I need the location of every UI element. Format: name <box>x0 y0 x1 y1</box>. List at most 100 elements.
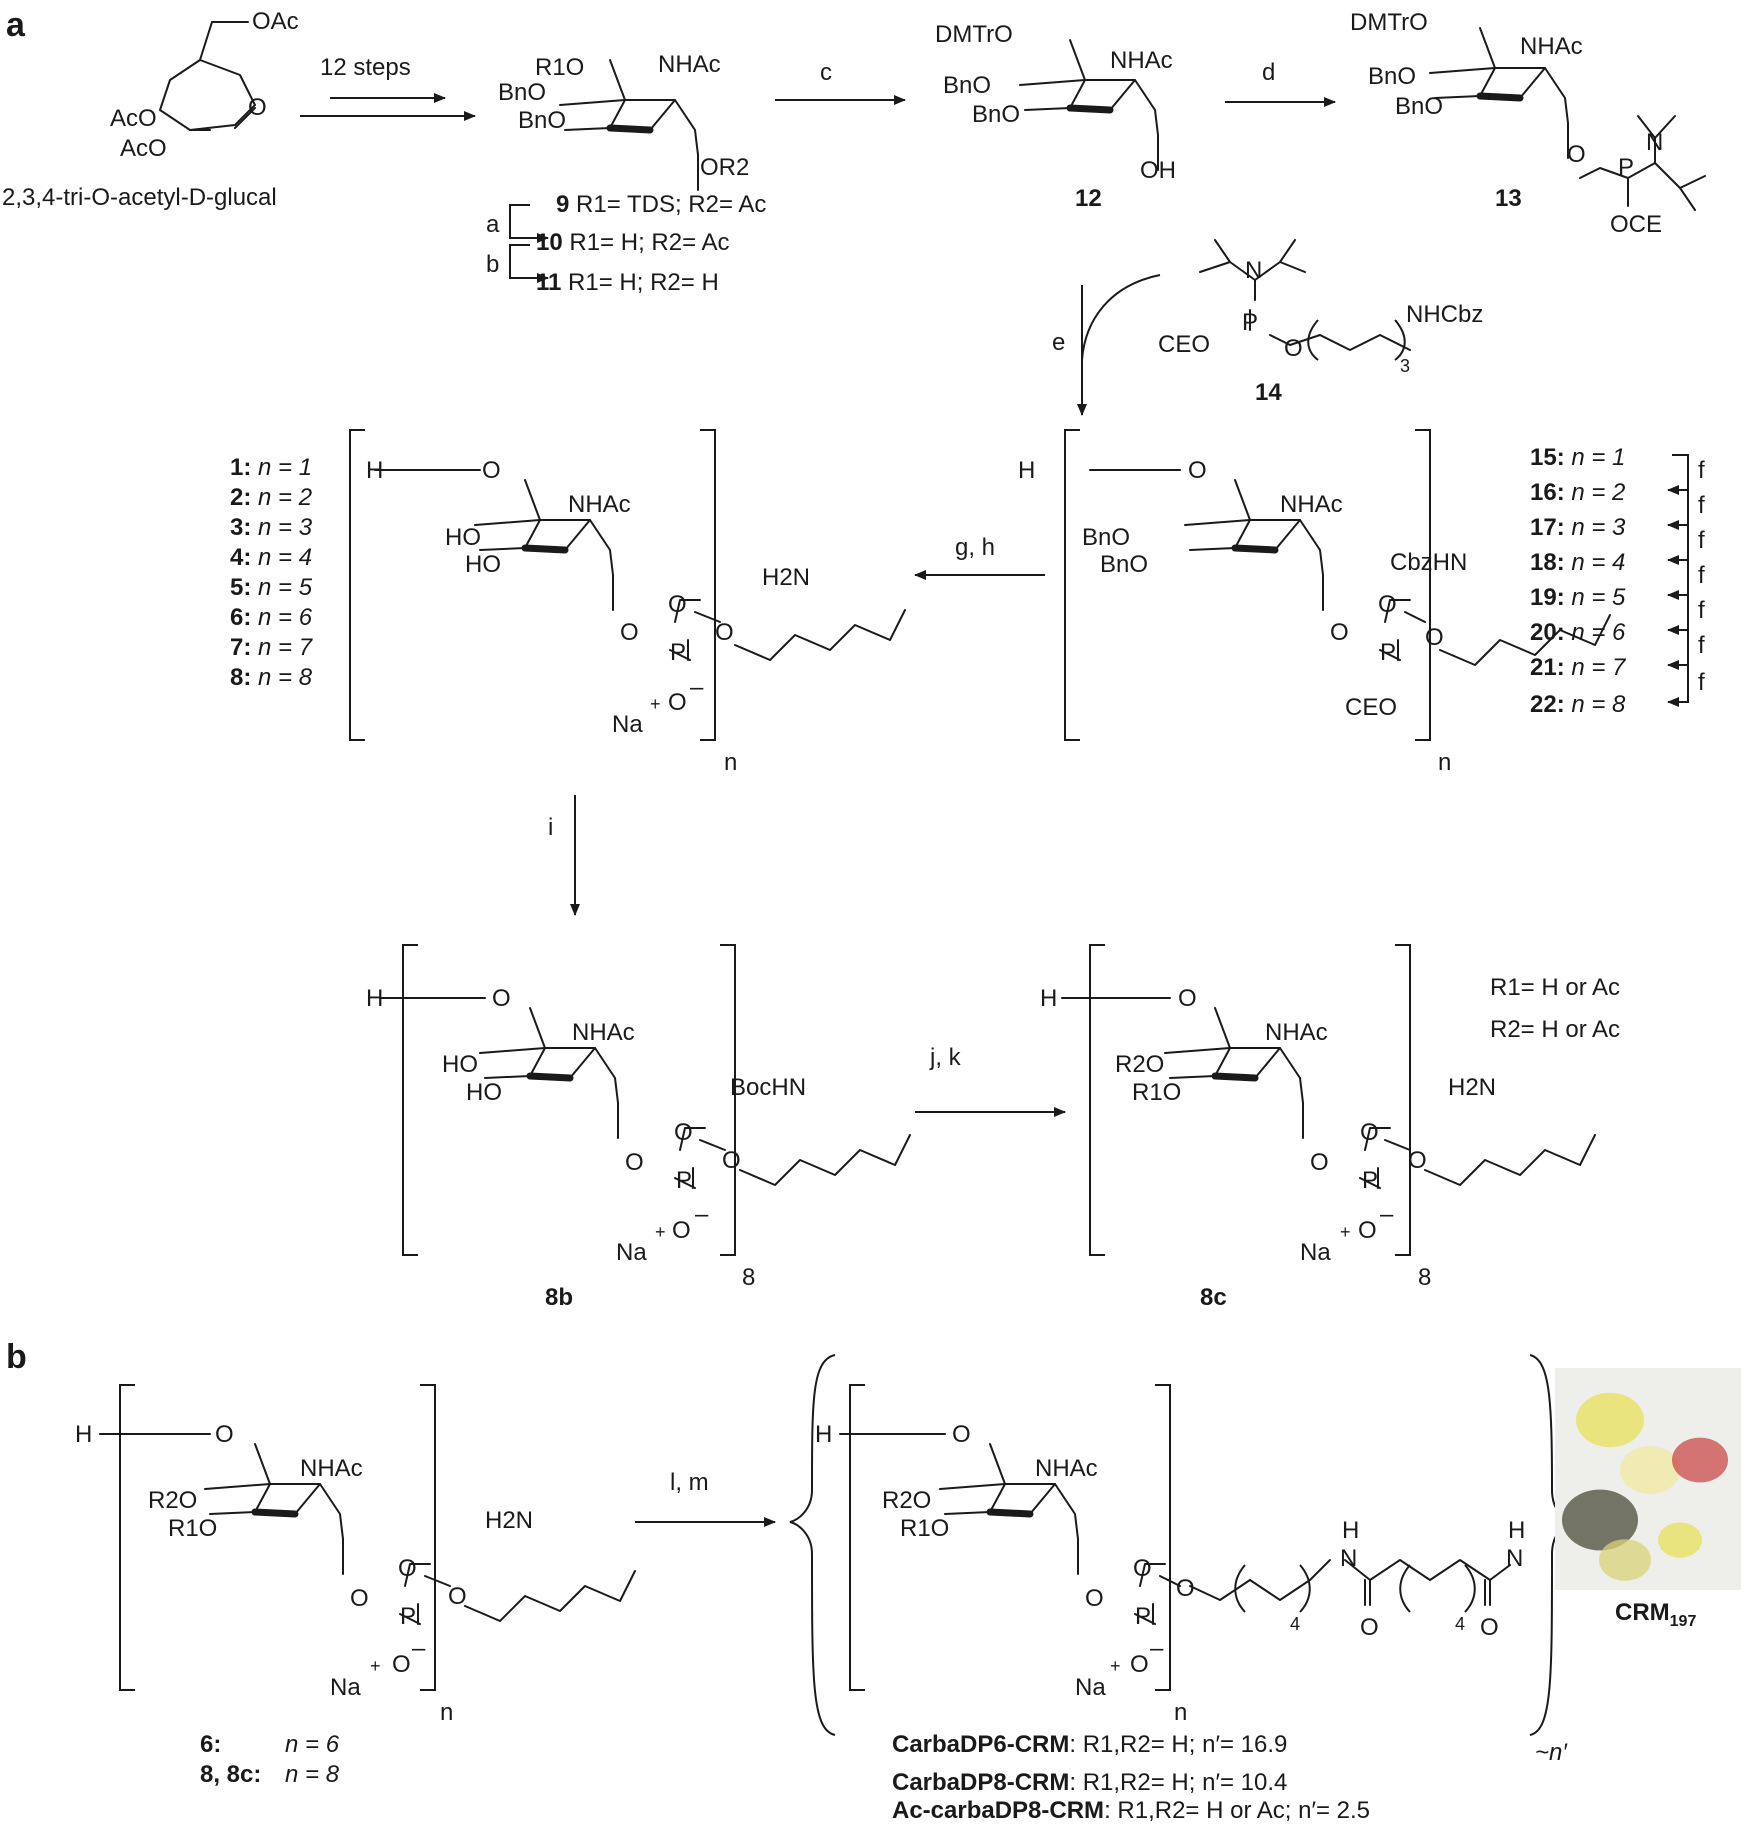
olig2-bno-2: BnO <box>1100 551 1148 578</box>
reagent-c: c <box>820 59 832 86</box>
compound-9-label: 9 R1= TDS; R2= Ac <box>556 191 766 218</box>
cmpb1-o-top: O <box>398 1555 417 1582</box>
cmp8b-o-link: O <box>625 1149 644 1176</box>
series-left-2: 2: n = 2 <box>230 484 312 511</box>
olig1-nhac: NHAc <box>568 491 631 518</box>
series-left-3: 3: n = 3 <box>230 514 313 541</box>
glucal-label: 2,3,4-tri-O-acetyl-D-glucal <box>2 184 277 211</box>
cmpb1-h: H <box>75 1421 92 1448</box>
cmp8b-plus: + <box>655 1222 666 1242</box>
reagent-f-7: f <box>1698 669 1705 696</box>
olig2-p: P <box>1380 639 1396 666</box>
cmp8c-p: P <box>1362 1167 1378 1194</box>
arrow-f-6 <box>1667 629 1689 670</box>
cmp9-bno-2: BnO <box>518 107 566 134</box>
cmp8c-r2o: R2O <box>1115 1051 1164 1078</box>
reagent-12-steps: 12 steps <box>320 54 411 81</box>
cmp14-o: O <box>1284 335 1303 362</box>
cmp13-bno-1: BnO <box>1368 63 1416 90</box>
arrow-f-7 <box>1667 664 1689 707</box>
conj-n-subscript: n <box>1174 1699 1187 1726</box>
cmp8b-nhac: NHAc <box>572 1019 635 1046</box>
conj-na: Na <box>1075 1674 1106 1701</box>
arrow-f-3 <box>1667 524 1689 565</box>
conj-r1o: R1O <box>900 1515 949 1542</box>
cmp8c-o-bottom: O <box>1358 1217 1377 1244</box>
cmp8b-bochn: BocHN <box>730 1074 806 1101</box>
compound-13-structure <box>1430 28 1706 211</box>
compound-12-label: 12 <box>1075 185 1102 212</box>
cmp8b-o: O <box>492 985 511 1012</box>
compound-8b-label: 8b <box>545 1284 573 1311</box>
cmpb1-p: P <box>400 1603 416 1630</box>
cmp12-nhac: NHAc <box>1110 47 1173 74</box>
protein-domain-blob <box>1576 1392 1644 1448</box>
cmp8c-o-top: O <box>1360 1119 1379 1146</box>
arrow-a <box>509 204 549 243</box>
cmp13-nhac: NHAc <box>1520 33 1583 60</box>
conj-nh-h-2: H <box>1508 1517 1525 1544</box>
rdef-r1: R1= H or Ac <box>1490 974 1620 1001</box>
compound-6-8-structure <box>99 1384 636 1691</box>
protein-domain-blob <box>1599 1539 1651 1581</box>
conj-o-carbonyl-1: O <box>1360 1614 1379 1641</box>
series-right-18: 18: n = 4 <box>1530 549 1625 576</box>
conj-r2o: R2O <box>882 1487 931 1514</box>
conj-p: P <box>1135 1603 1151 1630</box>
reagent-i: i <box>548 814 553 841</box>
conj-o-bottom: O <box>1130 1651 1149 1678</box>
cmp14-nhcbz: NHCbz <box>1406 301 1483 328</box>
cmp12-bno-2: BnO <box>972 101 1020 128</box>
cmp8b-minus: – <box>695 1201 709 1228</box>
conj-h: H <box>815 1421 832 1448</box>
cmp8c-r1o: R1O <box>1132 1079 1181 1106</box>
olig2-o-link: O <box>1330 619 1349 646</box>
cmpb1-r2o: R2O <box>148 1487 197 1514</box>
cmp13-p: P <box>1618 154 1634 181</box>
cmpb1-o: O <box>215 1421 234 1448</box>
reagent-gh: g, h <box>955 534 995 561</box>
olig1-ho-2: HO <box>465 551 501 578</box>
conjugate-structure <box>789 1354 1573 1736</box>
cmp8c-sub-8: 8 <box>1418 1264 1431 1291</box>
reagent-f-1: f <box>1698 457 1705 484</box>
olig2-n-subscript: n <box>1438 749 1451 776</box>
cmp14-ceo: CEO <box>1158 331 1210 358</box>
cmp8c-o-right: O <box>1408 1147 1427 1174</box>
cmp8b-o-top: O <box>674 1119 693 1146</box>
protein-domain-blob <box>1562 1489 1638 1551</box>
reagent-f-2: f <box>1698 492 1705 519</box>
series-left-5: 5: n = 5 <box>230 574 313 601</box>
cmp14-n: N <box>1245 257 1262 284</box>
compound-6-label: 6:n = 6 <box>200 1731 340 1758</box>
arrow-f-2 <box>1667 489 1689 530</box>
olig2-nhac: NHAc <box>1280 491 1343 518</box>
cmpb1-o-bottom: O <box>392 1651 411 1678</box>
series-left-7: 7: n = 7 <box>230 634 314 661</box>
cmp8b-o-bottom: O <box>672 1217 691 1244</box>
series-left-4: 4: n = 4 <box>230 544 312 571</box>
cmpb1-o-right: O <box>448 1583 467 1610</box>
series-right-19: 19: n = 5 <box>1530 584 1626 611</box>
olig2-o-top: O <box>1378 591 1397 618</box>
cmp8b-o-right: O <box>722 1147 741 1174</box>
cmp8c-plus: + <box>1340 1222 1351 1242</box>
cmp14-subscript-3: 3 <box>1400 356 1410 376</box>
compound-11-label: 11 R1= H; R2= H <box>536 269 719 296</box>
olig1-n-subscript: n <box>724 749 737 776</box>
cmp13-dmtro: DMTrO <box>1350 9 1428 36</box>
olig1-minus: – <box>690 674 704 701</box>
arrow-b <box>509 244 549 283</box>
crm197-protein-image <box>1555 1368 1741 1590</box>
olig1-o-right: O <box>715 619 734 646</box>
series-right-15: 15: n = 1 <box>1530 444 1625 471</box>
reagent-b: b <box>486 251 499 278</box>
olig1-o-link: O <box>620 619 639 646</box>
crm197-label: CRM197 <box>1615 1599 1696 1630</box>
olig1-h: H <box>366 457 383 484</box>
glucal-aco-1: AcO <box>110 105 157 132</box>
conj-sub-4-a: 4 <box>1290 1614 1300 1634</box>
cmp13-oce: OCE <box>1610 211 1662 238</box>
olig1-p: P <box>670 639 686 666</box>
